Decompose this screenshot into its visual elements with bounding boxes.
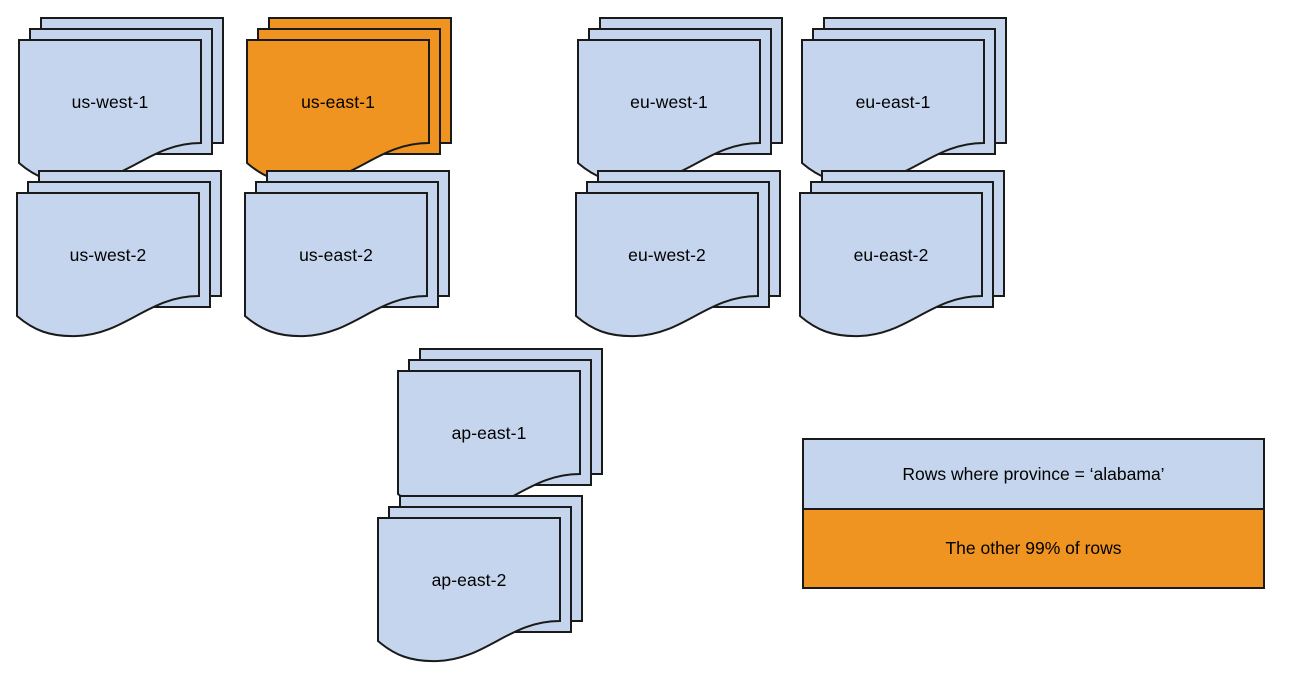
- sheet-front: [799, 192, 983, 338]
- region-stack-us-west-2[interactable]: us-west-2: [16, 170, 222, 338]
- sheet-front: [377, 517, 561, 663]
- document-stack-icon: [575, 170, 781, 338]
- sheet-front: [577, 39, 761, 185]
- legend-row-blue: Rows where province = ‘alabama’: [804, 440, 1263, 510]
- sheet-front: [575, 192, 759, 338]
- legend: Rows where province = ‘alabama’ The othe…: [802, 438, 1265, 589]
- region-stack-eu-east-1[interactable]: eu-east-1: [801, 17, 1007, 185]
- document-stack-icon: [246, 17, 452, 185]
- sheet-front: [18, 39, 202, 185]
- region-stack-eu-east-2[interactable]: eu-east-2: [799, 170, 1005, 338]
- region-stack-us-east-2[interactable]: us-east-2: [244, 170, 450, 338]
- legend-row-orange: The other 99% of rows: [804, 510, 1263, 587]
- region-stack-us-west-1[interactable]: us-west-1: [18, 17, 224, 185]
- document-stack-icon: [397, 348, 603, 516]
- sheet-front: [397, 370, 581, 516]
- sheet-front: [801, 39, 985, 185]
- legend-label-blue: Rows where province = ‘alabama’: [902, 463, 1165, 484]
- document-stack-icon: [799, 170, 1005, 338]
- sheet-front: [16, 192, 200, 338]
- document-stack-icon: [577, 17, 783, 185]
- document-stack-icon: [244, 170, 450, 338]
- region-stack-ap-east-1[interactable]: ap-east-1: [397, 348, 603, 516]
- region-stack-eu-west-1[interactable]: eu-west-1: [577, 17, 783, 185]
- document-stack-icon: [16, 170, 222, 338]
- document-stack-icon: [801, 17, 1007, 185]
- region-stack-eu-west-2[interactable]: eu-west-2: [575, 170, 781, 338]
- legend-label-orange: The other 99% of rows: [945, 538, 1122, 558]
- region-stack-ap-east-2[interactable]: ap-east-2: [377, 495, 583, 663]
- sheet-front: [246, 39, 430, 185]
- document-stack-icon: [377, 495, 583, 663]
- sheet-front: [244, 192, 428, 338]
- document-stack-icon: [18, 17, 224, 185]
- region-stack-us-east-1[interactable]: us-east-1: [246, 17, 452, 185]
